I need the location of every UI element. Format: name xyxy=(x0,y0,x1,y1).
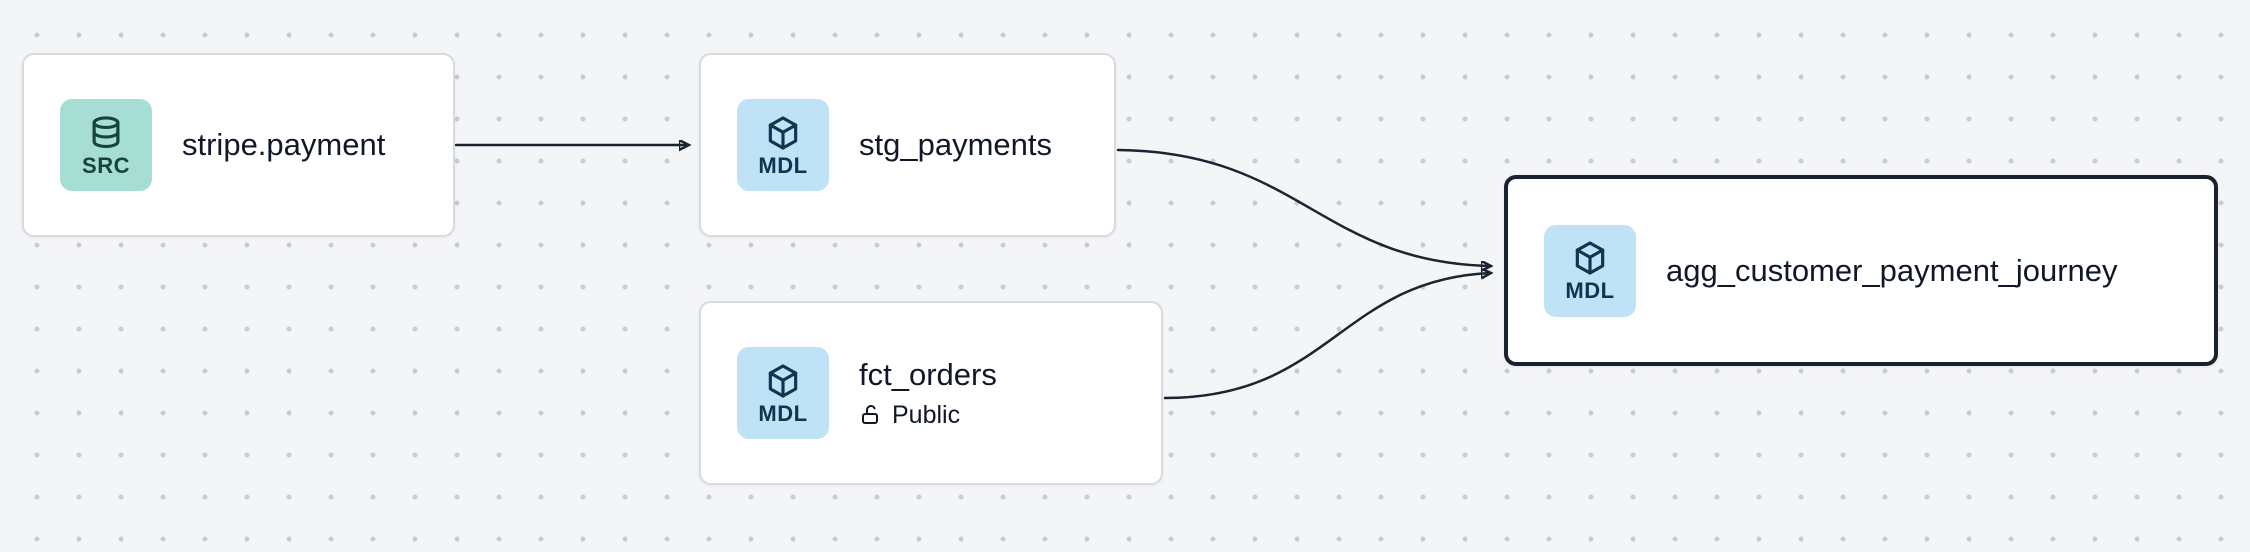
access-label: Public xyxy=(892,400,961,429)
unlock-icon xyxy=(859,403,883,427)
cube-icon xyxy=(764,362,802,400)
node-stg-payments[interactable]: MDL stg_payments xyxy=(699,53,1116,237)
node-label: stripe.payment xyxy=(182,127,386,162)
edge-stg-payments-to-agg-customer-payment-journey xyxy=(1116,148,1490,266)
cube-icon xyxy=(1571,239,1609,277)
badge-label: MDL xyxy=(758,152,808,178)
badge-label: SRC xyxy=(82,152,130,178)
database-icon xyxy=(87,114,125,152)
node-fct-orders[interactable]: MDL fct_orders Public xyxy=(699,301,1163,485)
model-badge: MDL xyxy=(737,99,829,191)
node-agg-customer-payment-journey[interactable]: MDL agg_customer_payment_journey xyxy=(1504,175,2218,366)
cube-icon xyxy=(764,114,802,152)
node-label: stg_payments xyxy=(859,127,1052,162)
edge-fct-orders-to-agg-customer-payment-journey xyxy=(1163,273,1490,400)
access-row: Public xyxy=(859,401,997,430)
source-badge: SRC xyxy=(60,99,152,191)
model-badge: MDL xyxy=(737,347,829,439)
badge-label: MDL xyxy=(1565,278,1615,303)
node-label-block: fct_orders Public xyxy=(859,357,997,430)
node-label: fct_orders xyxy=(859,356,997,392)
node-stripe-payment[interactable]: SRC stripe.payment xyxy=(22,53,455,237)
badge-label: MDL xyxy=(758,400,808,426)
node-label: agg_customer_payment_journey xyxy=(1666,252,2118,288)
model-badge: MDL xyxy=(1544,224,1636,317)
